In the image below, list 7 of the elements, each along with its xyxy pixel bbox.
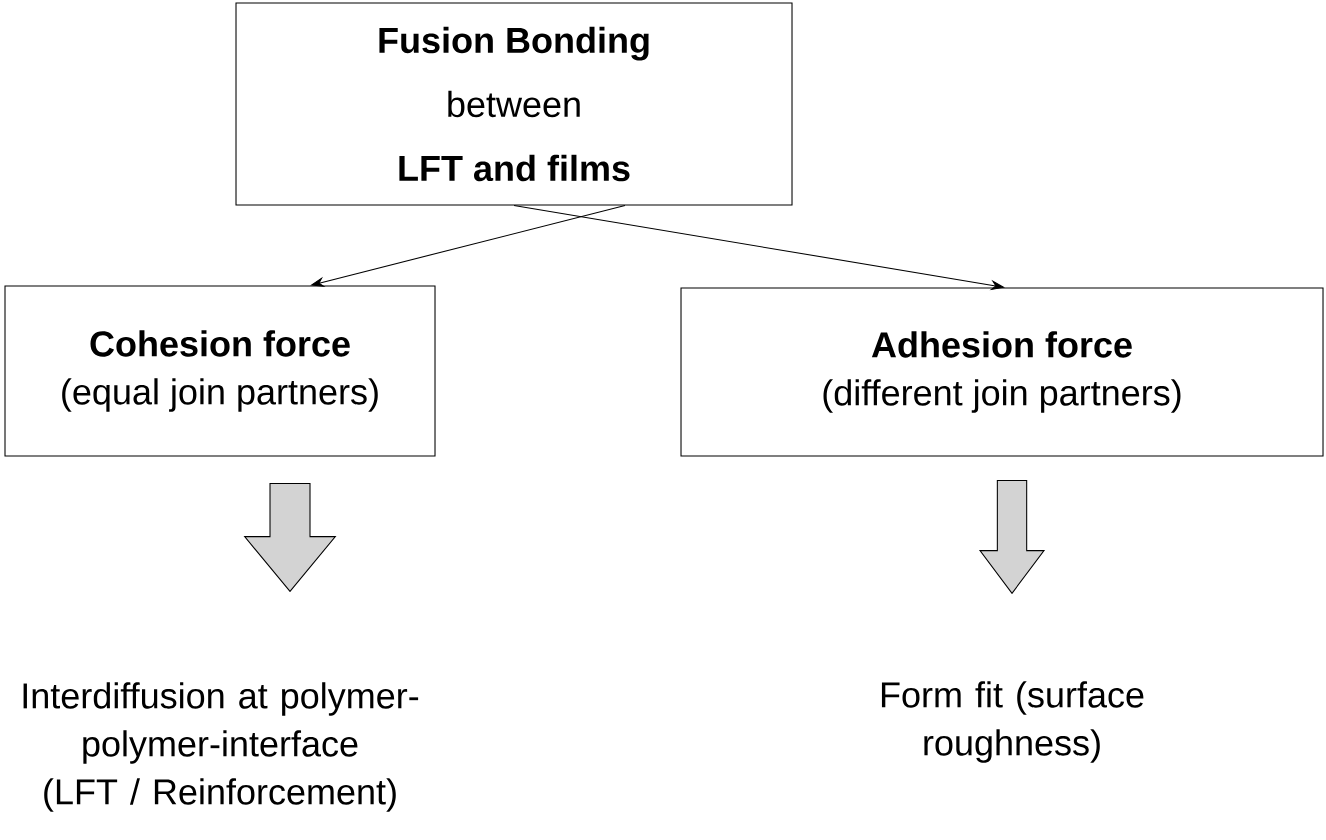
concept-box: Fusion Bonding between LFT and films xyxy=(235,2,793,206)
concept-box: Adhesion force (different join partners) xyxy=(680,287,1324,457)
block-arrow xyxy=(978,480,1046,595)
concept-box: Cohesion force (equal join partners) xyxy=(4,285,436,457)
result-text: Form fit (surface roughness) xyxy=(881,681,1144,763)
result-text: Interdiffusion at polymer-polymer-interface (LFT / Reinforcement) xyxy=(23,682,419,812)
block-arrow xyxy=(243,483,337,593)
